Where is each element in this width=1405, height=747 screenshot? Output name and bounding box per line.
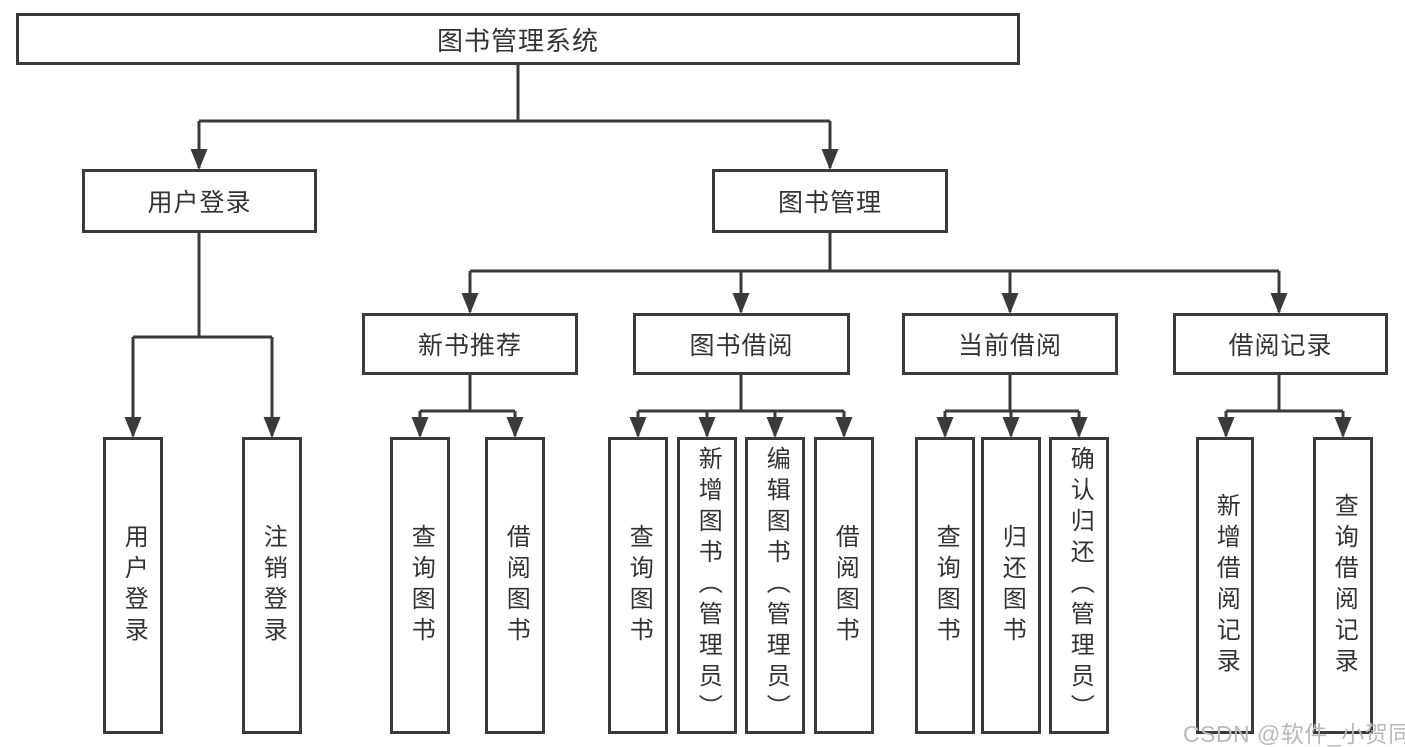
leaf-borrow-edit-book-admin: 编辑图书（管理员）: [745, 437, 805, 734]
leaf-label-current-return-book: 归还图书: [998, 523, 1026, 648]
leaf-current-confirm-return-admin: 确认归还（管理员）: [1049, 437, 1109, 734]
leaf-label-user-login: 用户登录: [120, 523, 148, 648]
leaf-label-borrow-borrow-book: 借阅图书: [831, 523, 859, 648]
leaf-records-add-record: 新增借阅记录: [1196, 437, 1254, 734]
node-borrow-records: 借阅记录: [1173, 313, 1388, 375]
leaf-records-query-record: 查询借阅记录: [1313, 437, 1373, 734]
leaf-current-query-book: 查询图书: [915, 437, 975, 734]
node-new-book-recommend: 新书推荐: [362, 313, 578, 375]
node-label-user-login: 用户登录: [147, 189, 252, 217]
leaf-label-logout: 注销登录: [259, 523, 287, 648]
leaf-label-records-add-record: 新增借阅记录: [1212, 492, 1240, 679]
csdn-watermark: CSDN @软件_小贺同学: [1183, 721, 1405, 747]
connector-lines: [131, 65, 1345, 436]
leaf-label-recommend-query-book: 查询图书: [407, 523, 435, 648]
leaf-user-login: 用户登录: [103, 437, 163, 734]
leaf-borrow-add-book-admin: 新增图书（管理员）: [677, 437, 737, 734]
leaf-recommend-borrow-book: 借阅图书: [485, 437, 545, 734]
leaf-label-recommend-borrow-book: 借阅图书: [502, 523, 530, 648]
node-label-book-management: 图书管理: [777, 189, 882, 217]
node-book-management: 图书管理: [712, 169, 948, 233]
leaf-label-borrow-edit-book-admin: 编辑图书（管理员）: [762, 446, 790, 725]
node-system-root: 图书管理系统: [16, 13, 1020, 65]
leaf-label-records-query-record: 查询借阅记录: [1330, 492, 1358, 679]
leaf-label-borrow-add-book-admin: 新增图书（管理员）: [694, 446, 722, 725]
node-label-current-borrow: 当前借阅: [957, 332, 1062, 360]
leaf-logout: 注销登录: [242, 437, 302, 734]
node-label-book-borrow: 图书借阅: [689, 332, 794, 360]
node-label-new-book-recommend: 新书推荐: [417, 332, 522, 360]
leaf-label-current-query-book: 查询图书: [932, 523, 960, 648]
node-label-system-root: 图书管理系统: [436, 25, 599, 56]
leaf-borrow-query-book: 查询图书: [608, 437, 668, 734]
node-label-borrow-records: 借阅记录: [1228, 332, 1333, 360]
leaf-recommend-query-book: 查询图书: [390, 437, 450, 734]
leaf-current-return-book: 归还图书: [981, 437, 1041, 734]
node-current-borrow: 当前借阅: [902, 313, 1118, 375]
node-user-login: 用户登录: [82, 169, 317, 233]
leaf-label-borrow-query-book: 查询图书: [625, 523, 653, 648]
arrowheads: [124, 149, 1352, 438]
leaf-label-current-confirm-return-admin: 确认归还（管理员）: [1066, 446, 1094, 725]
leaf-borrow-borrow-book: 借阅图书: [814, 437, 874, 734]
node-book-borrow: 图书借阅: [633, 313, 850, 375]
